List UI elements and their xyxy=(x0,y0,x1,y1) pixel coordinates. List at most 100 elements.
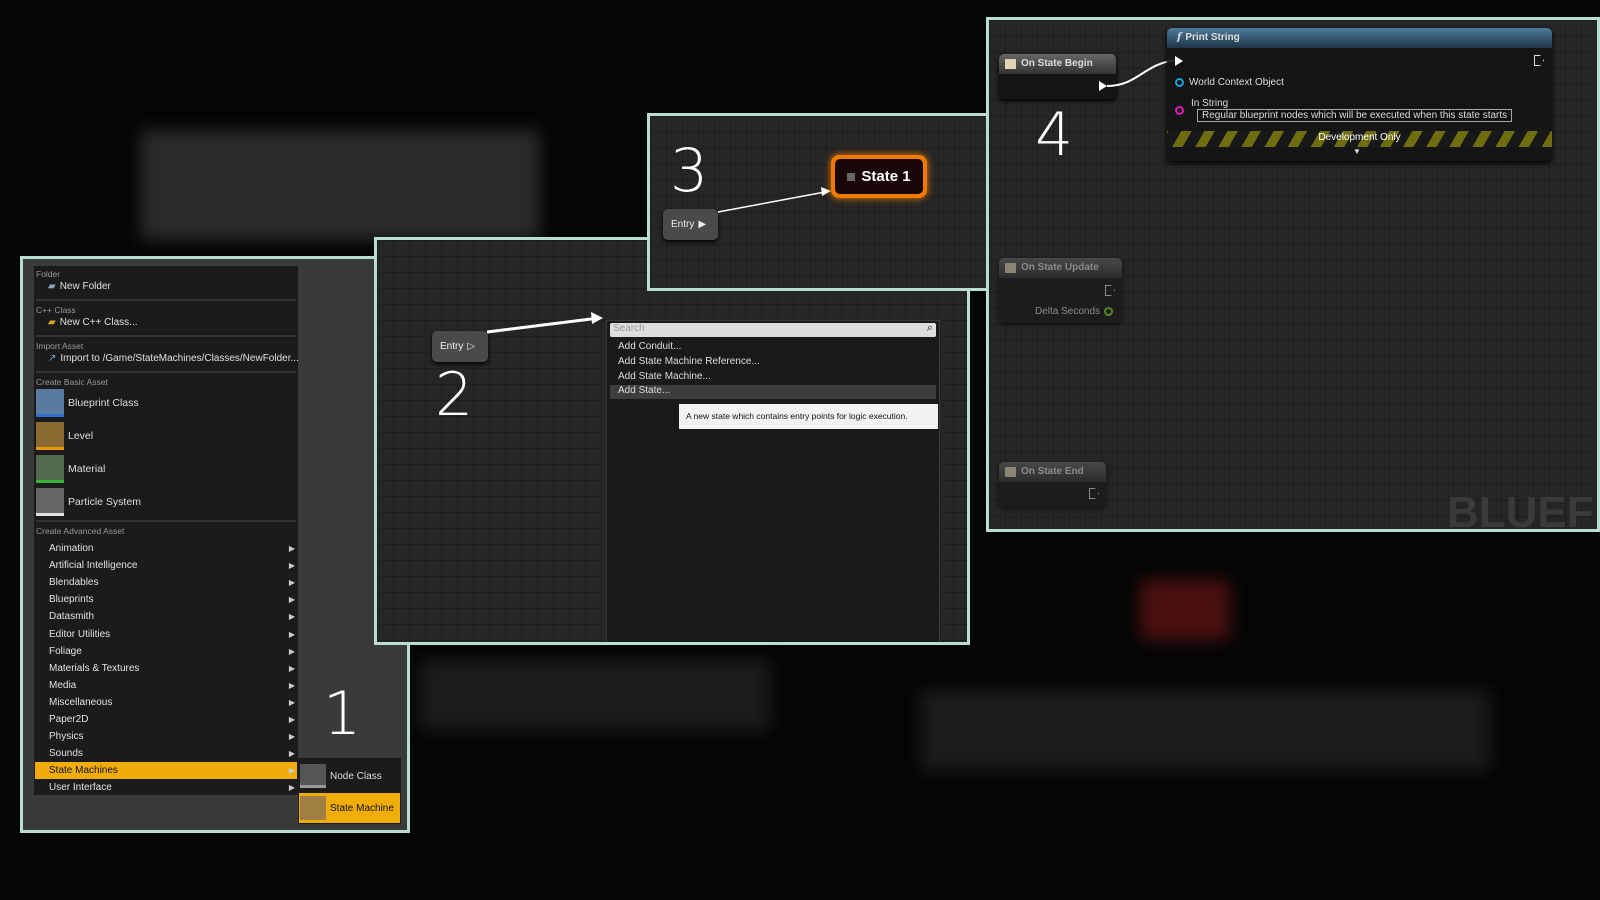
submenu-arrow-icon: ▶ xyxy=(288,663,295,673)
blurred-background xyxy=(420,660,770,730)
banner-label: Development Only xyxy=(1318,132,1401,143)
submenu-arrow-icon: ▶ xyxy=(288,561,295,571)
divider xyxy=(36,299,296,301)
label: Material xyxy=(68,463,106,475)
connection-arrow xyxy=(486,312,603,334)
label: Level xyxy=(68,430,94,442)
basic-asset-particle-system[interactable]: Particle System xyxy=(36,487,141,517)
new-folder-item[interactable]: ▰New Folder xyxy=(48,281,111,292)
advanced-asset-item[interactable]: Datasmith▶ xyxy=(35,608,297,625)
exec-in-pin[interactable] xyxy=(1175,56,1183,66)
advanced-asset-item[interactable]: State Machines▶ xyxy=(35,762,297,780)
exec-out-pin[interactable] xyxy=(1534,55,1544,66)
blurred-background xyxy=(1140,580,1230,640)
pin-label: In String xyxy=(1191,98,1229,109)
action-add-conduit[interactable]: Add Conduit... xyxy=(618,341,682,352)
exec-pin-icon: ▶ xyxy=(698,219,707,230)
on-state-end-node[interactable]: On State End xyxy=(999,462,1106,507)
action-add-state[interactable]: Add State... xyxy=(610,385,936,399)
label: New C++ Class... xyxy=(59,317,138,328)
node-class-icon xyxy=(300,764,326,788)
new-cpp-class-item[interactable]: ▰New C++ Class... xyxy=(48,317,138,328)
state-machines-submenu: Node Class State Machine xyxy=(298,758,401,824)
label: Import to /Game/StateMachines/Classes/Ne… xyxy=(60,353,299,364)
placeholder: Search xyxy=(613,323,645,334)
label: On State Update xyxy=(1021,262,1099,273)
blueprint-watermark: BLUEF xyxy=(1447,488,1594,532)
section-header: Create Basic Asset xyxy=(36,377,108,387)
label: State Machine xyxy=(330,802,394,814)
submenu-arrow-icon: ▶ xyxy=(288,715,295,724)
level-icon xyxy=(36,422,64,450)
advanced-asset-item[interactable]: Blendables▶ xyxy=(35,574,297,591)
step-number: 1 xyxy=(323,679,362,749)
advanced-asset-item[interactable]: Editor Utilities ▶ xyxy=(35,626,297,643)
event-icon xyxy=(1005,263,1016,273)
object-pin-icon[interactable] xyxy=(1175,78,1184,87)
divider xyxy=(36,520,296,522)
label: Artificial Intelligence xyxy=(49,560,138,572)
label: User Interface xyxy=(49,782,112,794)
exec-out-pin[interactable] xyxy=(1099,81,1107,91)
entry-node[interactable]: Entry▶ xyxy=(663,209,718,240)
advanced-asset-item[interactable]: Artificial Intelligence ▶ xyxy=(35,557,297,574)
pin-label: Delta Seconds xyxy=(1035,306,1101,317)
submenu-arrow-icon: ▶ xyxy=(288,732,295,742)
content-browser-panel: Folder ▰New Folder C++ Class ▰New C++ Cl… xyxy=(20,256,410,833)
transition-arrow xyxy=(717,187,831,213)
state-machine-icon xyxy=(300,796,326,820)
section-header: Create Advanced Asset xyxy=(36,526,125,536)
submenu-arrow-icon: ▶ xyxy=(288,629,295,639)
action-add-state-machine[interactable]: Add State Machine... xyxy=(618,371,711,382)
string-pin-icon[interactable] xyxy=(1175,106,1184,115)
exec-pin-icon: ▷ xyxy=(467,341,476,352)
basic-asset-level[interactable]: Level xyxy=(36,421,93,451)
submenu-item-state-machine[interactable]: State Machine xyxy=(299,793,400,823)
label: Print String xyxy=(1185,32,1240,43)
advanced-asset-item[interactable]: Paper2D▶ xyxy=(35,711,297,728)
function-icon: f xyxy=(1177,32,1182,43)
state-machine-graph-step2: Entry▷ 2 Search⌕ Add Conduit... Add Stat… xyxy=(374,237,970,645)
in-string-input[interactable]: Regular blueprint nodes which will be ex… xyxy=(1197,109,1513,122)
entry-node[interactable]: Entry▷ xyxy=(432,331,488,362)
advanced-asset-item[interactable]: User Interface▶ xyxy=(35,779,297,796)
basic-asset-material[interactable]: Material xyxy=(36,454,105,484)
float-pin-icon[interactable] xyxy=(1104,307,1113,316)
pin-label: World Context Object xyxy=(1189,77,1284,88)
advanced-asset-item[interactable]: Miscellaneous▶ xyxy=(35,694,297,711)
search-input[interactable]: Search⌕ xyxy=(610,322,936,337)
exec-out-pin[interactable] xyxy=(1105,285,1115,296)
advanced-asset-item[interactable]: Sounds▶ xyxy=(35,745,297,762)
action-add-state-machine-reference[interactable]: Add State Machine Reference... xyxy=(618,356,760,367)
state-1-node[interactable]: State 1 xyxy=(831,155,927,198)
cpp-class-icon: ▰ xyxy=(48,317,56,328)
import-item[interactable]: ↗Import to /Game/StateMachines/Classes/N… xyxy=(48,353,299,364)
section-header: C++ Class xyxy=(36,305,76,315)
section-header: Import Asset xyxy=(36,341,84,351)
advanced-asset-item[interactable]: Physics▶ xyxy=(35,728,297,745)
blurred-background xyxy=(140,130,540,240)
divider xyxy=(36,371,296,373)
advanced-asset-item[interactable]: Foliage▶ xyxy=(35,643,297,660)
event-icon xyxy=(1005,59,1016,69)
advanced-asset-item[interactable]: Materials & Textures▶ xyxy=(35,660,297,677)
tooltip: A new state which contains entry points … xyxy=(679,404,938,429)
exec-out-pin[interactable] xyxy=(1089,488,1099,499)
submenu-arrow-icon: ▶ xyxy=(288,578,295,588)
submenu-item-node-class[interactable]: Node Class xyxy=(300,761,399,791)
step-number: 2 xyxy=(435,360,474,430)
advanced-asset-item[interactable]: Media▶ xyxy=(35,677,297,694)
label: Entry xyxy=(671,219,695,230)
label: Editor Utilities xyxy=(49,628,111,640)
basic-asset-blueprint-class[interactable]: Blueprint Class xyxy=(36,388,139,418)
label: Foliage xyxy=(49,645,82,657)
on-state-begin-node[interactable]: On State Begin xyxy=(999,54,1116,99)
label: Sounds xyxy=(49,748,83,760)
label: On State End xyxy=(1021,466,1084,477)
expand-arrow-icon[interactable]: ▼ xyxy=(1353,147,1361,156)
import-icon: ↗ xyxy=(48,353,57,364)
advanced-asset-item[interactable]: Animation▶ xyxy=(35,540,297,557)
on-state-update-node[interactable]: On State Update Delta Seconds xyxy=(999,258,1122,323)
advanced-asset-item[interactable]: Blueprints▶ xyxy=(35,591,297,608)
